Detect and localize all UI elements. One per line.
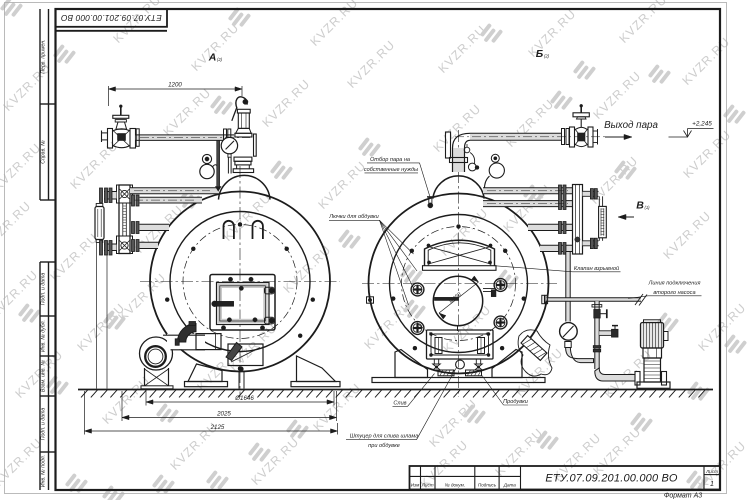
svg-text:1200: 1200 (168, 82, 182, 89)
svg-text:Подп. и дата: Подп. и дата (41, 408, 47, 441)
svg-text:Дата: Дата (503, 482, 517, 487)
svg-text:Выход пара: Выход пара (604, 120, 658, 131)
svg-text:(1): (1) (644, 205, 650, 210)
svg-text:№ докум.: № докум. (445, 482, 465, 487)
svg-text:Отбор пара на: Отбор пара на (370, 157, 410, 163)
svg-text:Линия подключения: Линия подключения (648, 280, 701, 286)
svg-text:2125: 2125 (210, 424, 225, 431)
svg-text:В: В (636, 200, 644, 212)
svg-text:Б: Б (536, 48, 544, 60)
svg-text:Клапан взрывной: Клапан взрывной (574, 265, 619, 272)
svg-text:второго насоса: второго насоса (653, 290, 695, 296)
svg-text:Подпись: Подпись (478, 482, 497, 487)
svg-text:Изм: Изм (411, 482, 420, 487)
svg-text:Взам. инв. №: Взам. инв. № (41, 360, 47, 392)
svg-text:Формат А3: Формат А3 (664, 493, 702, 500)
svg-text:Лючки для обдувки: Лючки для обдувки (328, 214, 379, 220)
svg-text:собственные нужды: собственные нужды (364, 167, 418, 173)
svg-text:Лист: Лист (421, 482, 434, 487)
svg-text:Продувки: Продувки (503, 399, 528, 405)
svg-text:Подп. и дата: Подп. и дата (41, 273, 47, 306)
svg-text:(2): (2) (544, 54, 550, 59)
svg-text:Справ. №: Справ. № (41, 140, 47, 164)
svg-text:Штуцер для слива шлама: Штуцер для слива шлама (350, 433, 419, 439)
svg-text:ЕТУ.07.09.201.00.000 ВО: ЕТУ.07.09.201.00.000 ВО (61, 13, 162, 23)
svg-text:А: А (208, 52, 217, 64)
svg-text:+2,245: +2,245 (692, 120, 712, 127)
svg-text:Слив: Слив (393, 401, 406, 407)
svg-text:Перв. примен.: Перв. примен. (41, 39, 47, 73)
svg-text:(2): (2) (217, 57, 223, 62)
svg-text:Инв. № дубл.: Инв. № дубл. (41, 320, 47, 352)
svg-text:2025: 2025 (216, 410, 231, 417)
svg-text:при обдувке: при обдувке (368, 443, 400, 449)
svg-text:1: 1 (710, 479, 714, 488)
svg-text:Инв. № подл.: Инв. № подл. (41, 455, 47, 487)
svg-text:Лист: Лист (705, 469, 718, 474)
svg-text:Ø1646: Ø1646 (234, 395, 254, 402)
svg-text:ЕТУ.07.09.201.00.000 ВО: ЕТУ.07.09.201.00.000 ВО (545, 472, 677, 484)
